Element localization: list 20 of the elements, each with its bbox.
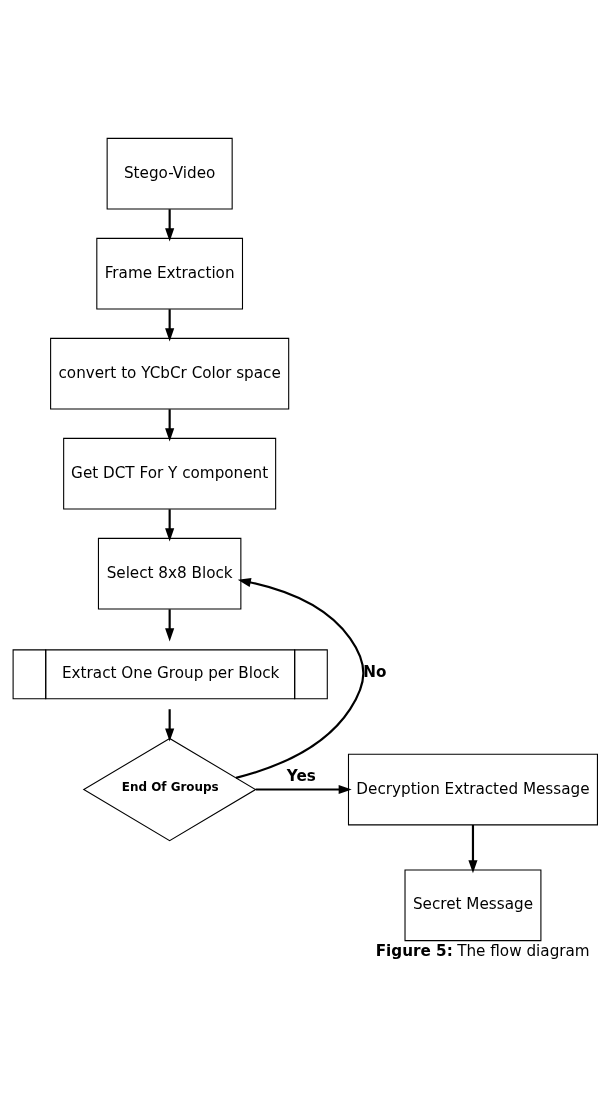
node-box: Secret Message: [404, 869, 542, 942]
node-box: convert to YCbCr Color space: [50, 337, 290, 410]
arrow: [165, 709, 175, 742]
arrow: [255, 784, 352, 795]
arrow: [468, 825, 478, 874]
caption: Figure 5: The flow diagram: [375, 942, 590, 961]
node-diamond: End Of Groups: [82, 737, 257, 842]
arrow: [165, 209, 175, 242]
node-box: Select 8x8 Block: [97, 537, 242, 610]
arrow: [235, 577, 365, 779]
arrow: [165, 509, 175, 542]
edge-label: Yes: [286, 767, 316, 786]
node-box: Frame Extraction: [96, 237, 244, 310]
arrow: [165, 409, 175, 442]
node-box: Get DCT For Y component: [63, 437, 277, 510]
arrow: [165, 609, 175, 642]
edge-label: No: [363, 662, 387, 681]
arrow: [165, 309, 175, 342]
node-box: Decryption Extracted Message: [347, 753, 598, 826]
node-box: Stego-Video: [106, 137, 233, 210]
